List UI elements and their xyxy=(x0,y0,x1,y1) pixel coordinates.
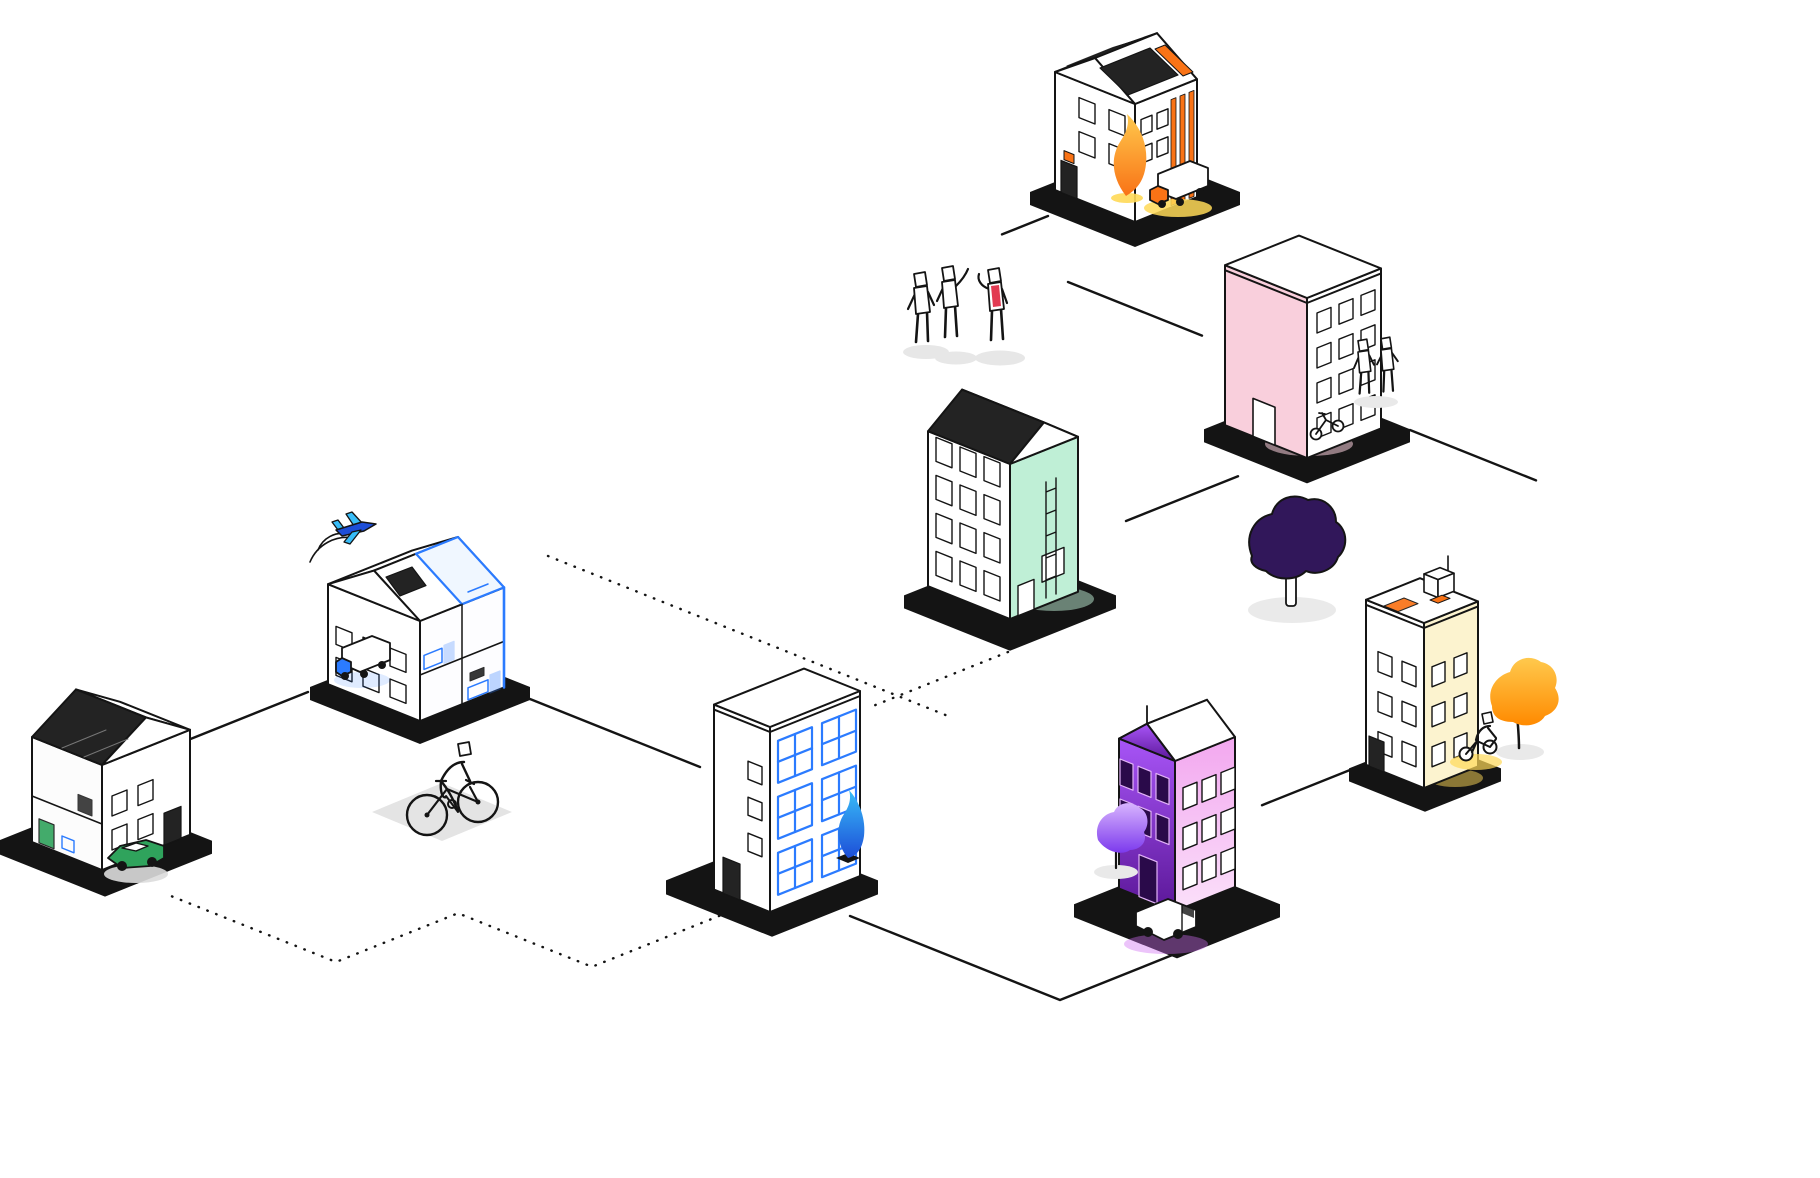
cutaway-house-structure xyxy=(310,535,530,744)
cyclist xyxy=(372,741,512,841)
connection-lines xyxy=(156,214,1538,1002)
violet-tree xyxy=(1094,803,1148,879)
person-icon xyxy=(935,265,970,339)
cutaway-house xyxy=(309,511,530,744)
delivery-truck-orange xyxy=(1144,160,1212,217)
yellow-building-structure xyxy=(1349,555,1501,812)
construction-building xyxy=(1030,32,1240,247)
pink-building xyxy=(1204,234,1410,484)
truck-blue xyxy=(334,635,391,688)
blue-building-structure xyxy=(666,667,878,937)
green-building-structure xyxy=(904,388,1116,651)
purple-building xyxy=(1074,698,1280,959)
airplane-icon xyxy=(309,511,377,563)
cyclist-head xyxy=(457,741,472,757)
left-house-structure xyxy=(0,688,212,897)
person-icon xyxy=(906,271,936,344)
white-van xyxy=(1124,898,1208,954)
blue-bush xyxy=(836,790,865,863)
scooter xyxy=(1309,412,1345,441)
people-pair xyxy=(1353,336,1399,408)
yellow-building xyxy=(1349,555,1559,812)
people-group xyxy=(903,265,1025,366)
blue-building xyxy=(666,667,878,937)
person-red-shirt-icon xyxy=(977,267,1009,342)
pink-building-structure xyxy=(1204,234,1410,484)
purple-tree xyxy=(1248,495,1347,623)
moped-rider xyxy=(1450,711,1502,770)
orange-tree xyxy=(1490,657,1559,760)
green-car xyxy=(104,839,168,883)
orange-flame-tree xyxy=(1111,114,1147,203)
green-building xyxy=(904,388,1116,651)
left-house xyxy=(0,688,212,897)
